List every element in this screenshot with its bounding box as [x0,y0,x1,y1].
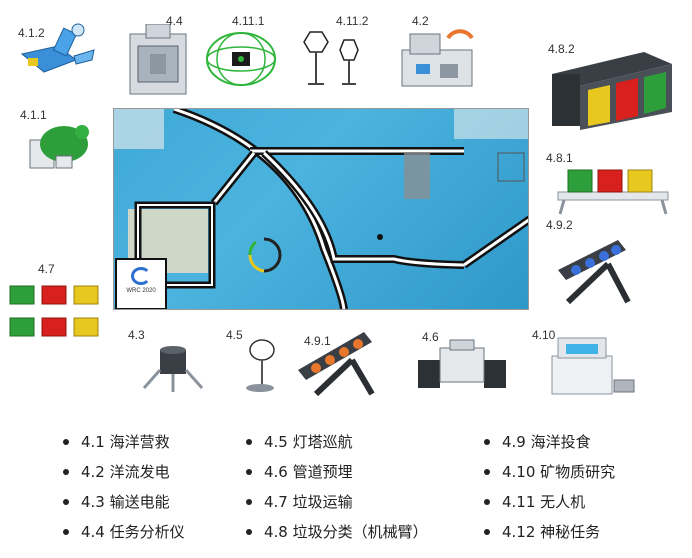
bullet-dot [63,499,69,505]
bullet-dot [484,469,490,475]
legend-item-text: 4.8 垃圾分类（机械臂） [264,523,428,541]
label-4-6: 4.6 [422,330,439,344]
blocks-4-7-image [9,285,99,337]
device-4-3-image [142,346,204,392]
legend-column-1: 4.1 海洋营救 4.2 洋流发电 4.3 输送电能 4.4 任务分析仪 [63,427,185,547]
legend-column-3: 4.9 海洋投食 4.10 矿物质研究 4.11 无人机 4.12 神秘任务 [484,427,615,547]
label-4-8-1: 4.8.1 [546,151,573,165]
label-4-5: 4.5 [226,328,243,342]
legend-item: 4.12 神秘任务 [484,517,615,547]
legend-item-text: 4.12 神秘任务 [502,523,601,541]
label-4-8-2: 4.8.2 [548,42,575,56]
legend-item: 4.3 输送电能 [63,487,185,517]
legend-item: 4.6 管道预埋 [246,457,428,487]
legend-item-text: 4.5 灯塔巡航 [264,433,353,451]
bullet-dot [246,499,252,505]
bullet-dot [63,439,69,445]
legend-item: 4.8 垃圾分类（机械臂） [246,517,428,547]
label-4-3: 4.3 [128,328,145,342]
hoops-4-11-2-image [303,31,359,85]
generator-4-2-image [401,29,474,87]
shelf-4-8-1-image [557,169,669,215]
wrc-logo: WRC 2020 [118,262,164,306]
lab-4-10-image [551,337,635,395]
frame-4-4-image [129,24,187,95]
label-4-1-1: 4.1.1 [20,108,47,122]
bullet-dot [484,499,490,505]
task-legend: 4.1 海洋营救 4.2 洋流发电 4.3 输送电能 4.4 任务分析仪 4.5… [0,425,692,558]
bullet-dot [246,529,252,535]
legend-item-text: 4.6 管道预埋 [264,463,353,481]
turtle-4-1-1-image [29,125,89,169]
drone-4-11-1-image [206,32,276,86]
legend-item: 4.11 无人机 [484,487,615,517]
bullet-dot [246,469,252,475]
bullet-dot [484,529,490,535]
hoop-4-5-image [246,339,275,392]
legend-item-text: 4.11 无人机 [502,493,586,511]
bins-4-8-2-image [552,52,672,130]
legend-item: 4.1 海洋营救 [63,427,185,457]
label-4-2: 4.2 [412,14,429,28]
bullet-dot [63,529,69,535]
feeder-4-9-2-image [558,240,631,305]
robot-4-1-2-image [20,23,95,73]
label-4-9-1: 4.9.1 [304,334,331,348]
legend-column-2: 4.5 灯塔巡航 4.6 管道预埋 4.7 垃圾运输 4.8 垃圾分类（机械臂） [246,427,428,547]
legend-item-text: 4.9 海洋投食 [502,433,591,451]
wrc-logo-mark [131,267,151,285]
pipe-4-6-image [418,339,506,388]
label-4-11-2: 4.11.2 [336,14,369,28]
legend-item-text: 4.3 输送电能 [81,493,170,511]
bullet-dot [63,469,69,475]
label-4-1-2: 4.1.2 [18,26,45,40]
legend-item: 4.4 任务分析仪 [63,517,185,547]
legend-item: 4.7 垃圾运输 [246,487,428,517]
legend-item: 4.5 灯塔巡航 [246,427,428,457]
legend-item: 4.10 矿物质研究 [484,457,615,487]
legend-item-text: 4.2 洋流发电 [81,463,170,481]
wrc-logo-text: WRC 2020 [126,288,156,294]
legend-item-text: 4.10 矿物质研究 [502,463,616,481]
feeder-4-9-1-image [298,332,375,397]
bullet-dot [484,439,490,445]
label-4-7: 4.7 [38,262,55,276]
legend-item-text: 4.7 垃圾运输 [264,493,353,511]
legend-item-text: 4.4 任务分析仪 [81,523,185,541]
label-4-11-1: 4.11.1 [232,14,265,28]
mat-track-drawing [114,109,528,309]
game-mat: WRC 2020 [113,108,529,310]
legend-item-text: 4.1 海洋营救 [81,433,170,451]
legend-item: 4.9 海洋投食 [484,427,615,457]
bullet-dot [246,439,252,445]
legend-item: 4.2 洋流发电 [63,457,185,487]
label-4-10: 4.10 [532,328,556,342]
label-4-9-2: 4.9.2 [546,218,573,232]
